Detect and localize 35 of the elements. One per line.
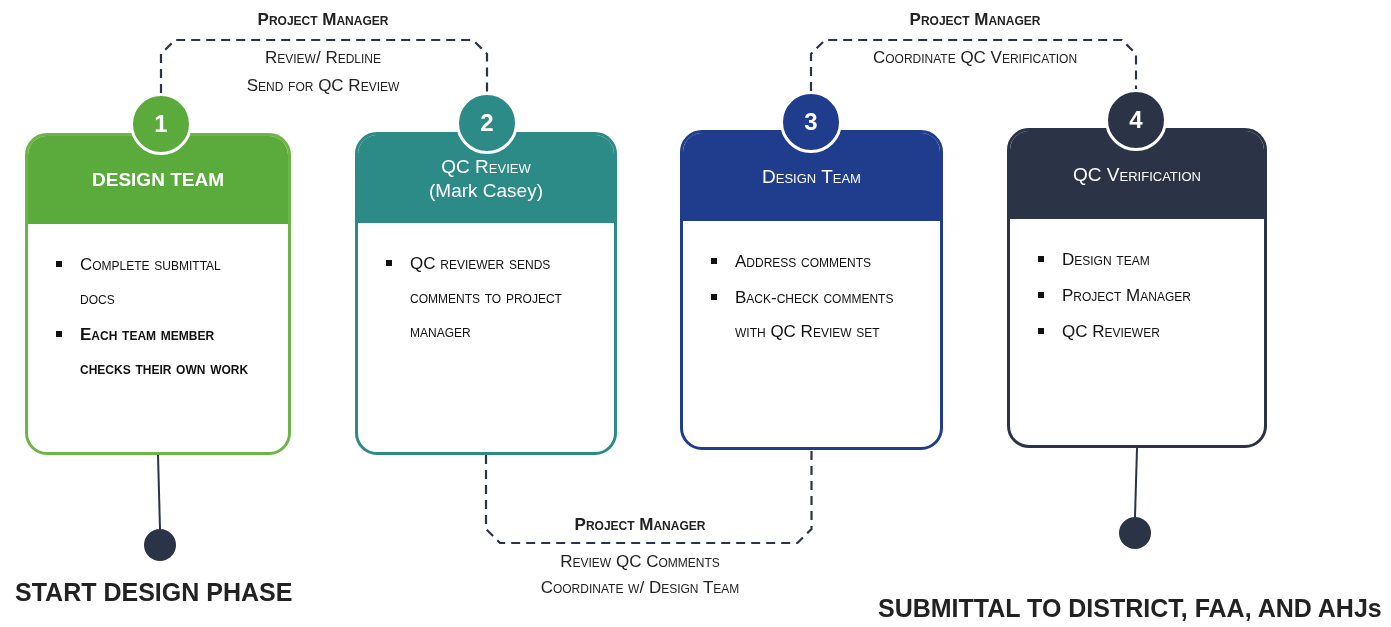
- note-text: Coordinate w/ Design Team: [539, 578, 741, 598]
- dashed-connector: [484, 450, 813, 545]
- step-card: [1007, 128, 1267, 448]
- dashed-connector: [809, 38, 1138, 91]
- bullet-text: Complete submittal docs: [80, 255, 221, 308]
- step-number-circle: 1: [130, 93, 192, 155]
- step-card: [25, 133, 291, 455]
- card-heading: QC Verification: [1073, 163, 1201, 187]
- step-number-circle: 3: [780, 91, 842, 153]
- bullet-text: Address comments: [735, 252, 872, 271]
- step-card: [355, 132, 617, 455]
- end-dot: [1119, 517, 1151, 549]
- connector-line: [157, 454, 161, 530]
- card-heading: DESIGN TEAM: [92, 168, 224, 192]
- step-number-circle: 2: [456, 92, 518, 154]
- dashed-connector: [159, 38, 489, 93]
- step-number-circle: 4: [1105, 89, 1167, 151]
- note-text: Review QC Comments: [559, 552, 721, 572]
- bullet-text: QC reviewer sends comments to project manager: [410, 254, 562, 341]
- note-text: Review/ Redline: [264, 48, 382, 68]
- step-card: [680, 130, 943, 450]
- bullet-text: Design team: [1062, 250, 1150, 269]
- phase-label: SUBMITTAL TO DISTRICT, FAA, AND AHJs: [878, 594, 1382, 623]
- bullet-text: Project Manager: [1062, 286, 1191, 305]
- connector-line: [1134, 447, 1138, 518]
- phase-label: START DESIGN PHASE: [15, 578, 293, 607]
- bullet-text: Back-check comments with QC Review set: [735, 288, 894, 341]
- card-heading: Design Team: [762, 165, 861, 189]
- bullet-text: Each team member checks their own work: [80, 325, 249, 378]
- end-dot: [144, 529, 176, 561]
- note-text: Coordinate QC Verification: [871, 48, 1079, 68]
- card-heading: QC Review: [441, 155, 531, 179]
- bullet-text: QC Reviewer: [1062, 322, 1160, 341]
- card-heading: (Mark Casey): [429, 179, 543, 203]
- note-text: Send for QC Review: [245, 76, 401, 96]
